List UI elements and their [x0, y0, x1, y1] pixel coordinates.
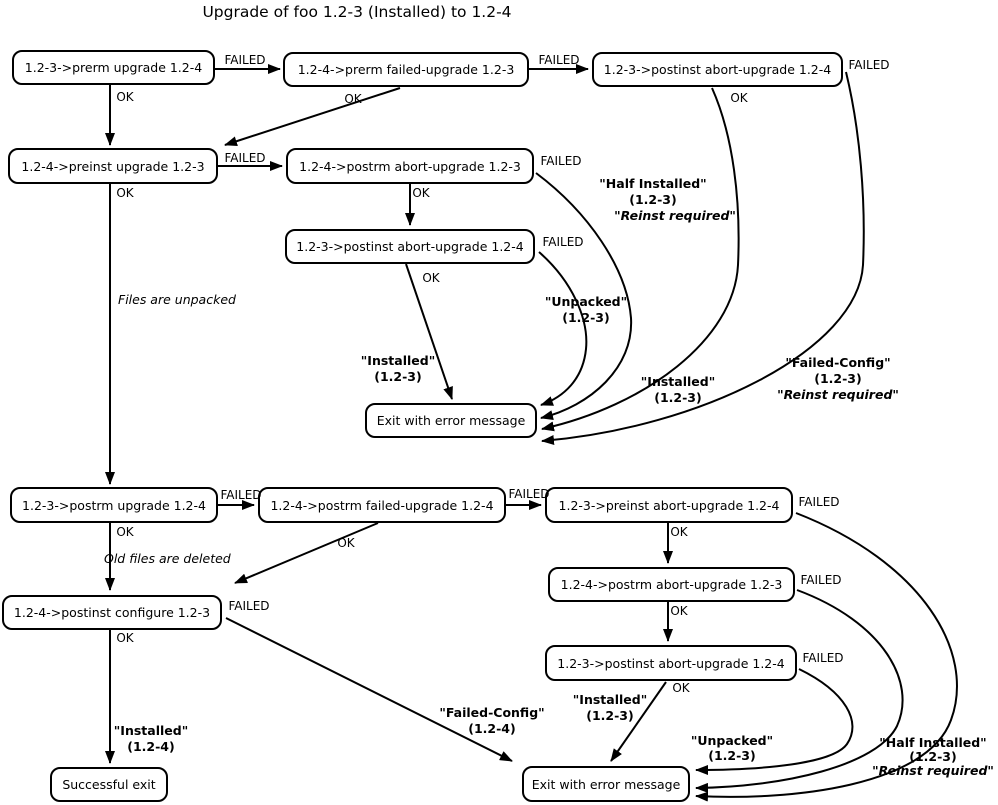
node-prerm-upgrade: 1.2-3->prerm upgrade 1.2-4 — [12, 50, 215, 85]
annotation-old-files-deleted: Old files are deleted — [104, 551, 231, 566]
edge-label-failed: FAILED — [540, 154, 582, 168]
edge-label-ok: OK — [670, 525, 688, 539]
state-line: (1.2-4) — [468, 721, 516, 736]
edge-label-failed: FAILED — [848, 58, 890, 72]
state-failed-config-bottom: "Failed-Config" (1.2-4) — [439, 705, 544, 737]
edge-label-ok: OK — [344, 92, 362, 106]
edge-label-failed: FAILED — [508, 487, 550, 501]
state-installed-mid-left: "Installed" (1.2-3) — [361, 353, 435, 385]
node-postrm-abort-upgrade-bottom: 1.2-4->postrm abort-upgrade 1.2-3 — [548, 567, 795, 602]
edge-postinst-abort-mid-ok — [405, 263, 453, 400]
edge-label-ok: OK — [116, 90, 134, 104]
edge-preinst-abort-failed — [695, 512, 958, 802]
state-line: (1.2-3) — [629, 192, 677, 207]
state-line: "Installed" — [113, 723, 189, 738]
node-postinst-abort-upgrade-top: 1.2-3->postinst abort-upgrade 1.2-4 — [592, 52, 843, 87]
edge-postinst-abort-mid-failed — [538, 251, 588, 406]
node-postrm-abort-upgrade-top: 1.2-4->postrm abort-upgrade 1.2-3 — [286, 148, 534, 184]
state-line: "Half Installed" — [599, 176, 707, 191]
state-installed-bottom: "Installed" (1.2-3) — [573, 692, 647, 724]
state-line: (1.2-3) — [814, 371, 862, 386]
state-line: "Installed" — [572, 692, 648, 707]
edge-label-ok: OK — [116, 186, 134, 200]
node-postrm-upgrade: 1.2-3->postrm upgrade 1.2-4 — [10, 487, 218, 523]
node-exit-error-mid: Exit with error message — [365, 403, 537, 438]
edge-postinst-abort-bottom-failed — [695, 668, 854, 775]
edge-label-ok: OK — [672, 681, 690, 695]
node-preinst-abort-upgrade: 1.2-3->preinst abort-upgrade 1.2-4 — [545, 487, 793, 523]
node-exit-error-bottom: Exit with error message — [522, 766, 690, 802]
edge-label-failed: FAILED — [220, 488, 262, 502]
state-installed-mid-right: "Installed" (1.2-3) — [641, 374, 715, 406]
state-line: (1.2-3) — [586, 708, 634, 723]
state-line: "Unpacked" — [690, 733, 774, 748]
state-installed-success: "Installed" (1.2-4) — [114, 723, 188, 755]
edge-label-failed: FAILED — [538, 53, 580, 67]
state-line: "Installed" — [640, 374, 716, 389]
edge-label-failed: FAILED — [228, 599, 270, 613]
state-unpacked-bottom: "Unpacked" (1.2-3) — [691, 733, 773, 763]
state-line: "Reinst required" — [777, 387, 899, 402]
state-line: "Reinst required" — [872, 763, 994, 778]
state-line: "Failed-Config" — [439, 705, 545, 720]
state-line: (1.2-3) — [708, 748, 756, 763]
state-line: (1.2-3) — [374, 369, 422, 384]
edge-postrm-failedupgrade-ok — [234, 522, 379, 584]
state-half-installed-bottom: "Half Installed" (1.2-3) "Reinst require… — [872, 736, 994, 778]
node-postinst-configure: 1.2-4->postinst configure 1.2-3 — [2, 595, 222, 630]
edge-label-failed: FAILED — [798, 495, 840, 509]
state-line: "Installed" — [360, 353, 436, 368]
edge-postinst-abort-top-ok — [541, 87, 740, 432]
state-line: "Half Installed" — [879, 735, 987, 750]
annotation-files-unpacked: Files are unpacked — [118, 292, 236, 307]
edge-label-ok: OK — [116, 631, 134, 645]
edge-label-ok: OK — [412, 186, 430, 200]
state-line: "Failed-Config" — [785, 355, 891, 370]
edge-postrm-abort-bottom-failed — [695, 589, 904, 793]
edge-label-ok: OK — [670, 604, 688, 618]
node-postinst-abort-upgrade-bottom: 1.2-3->postinst abort-upgrade 1.2-4 — [545, 645, 797, 681]
edge-label-ok: OK — [730, 91, 748, 105]
node-prerm-failed-upgrade: 1.2-4->prerm failed-upgrade 1.2-3 — [283, 52, 529, 87]
state-line: "Reinst required" — [614, 208, 736, 223]
edge-label-failed: FAILED — [542, 235, 584, 249]
state-failed-config-top: "Failed-Config" (1.2-3) "Reinst required… — [777, 355, 899, 403]
node-preinst-upgrade: 1.2-4->preinst upgrade 1.2-3 — [8, 148, 218, 184]
state-line: (1.2-3) — [654, 390, 702, 405]
edge-label-failed: FAILED — [224, 151, 266, 165]
edge-postinst-configure-failed — [225, 617, 513, 762]
edge-label-failed: FAILED — [800, 573, 842, 587]
edge-postinst-abort-bottom-ok — [610, 681, 667, 762]
state-line: (1.2-4) — [127, 739, 175, 754]
edge-label-ok: OK — [337, 536, 355, 550]
node-success-exit: Successful exit — [50, 767, 168, 802]
edge-prerm-failedupgrade-ok — [224, 87, 401, 147]
edge-label-failed: FAILED — [224, 53, 266, 67]
edge-label-failed: FAILED — [802, 651, 844, 665]
diagram-title: Upgrade of foo 1.2-3 (Installed) to 1.2-… — [202, 3, 512, 21]
node-postinst-abort-upgrade-mid: 1.2-3->postinst abort-upgrade 1.2-4 — [285, 229, 535, 264]
state-line: (1.2-3) — [909, 749, 957, 764]
edge-label-ok: OK — [422, 271, 440, 285]
edge-label-ok: OK — [116, 525, 134, 539]
state-line: (1.2-3) — [562, 310, 610, 325]
edge-postrm-abort-top-failed — [535, 172, 633, 420]
node-postrm-failed-upgrade: 1.2-4->postrm failed-upgrade 1.2-4 — [258, 487, 506, 523]
state-line: "Unpacked" — [544, 294, 628, 309]
state-unpacked-top: "Unpacked" (1.2-3) — [545, 294, 627, 326]
edge-postinst-abort-top-failed — [541, 71, 865, 445]
state-half-installed-top: "Half Installed" (1.2-3) "Reinst require… — [592, 176, 736, 224]
